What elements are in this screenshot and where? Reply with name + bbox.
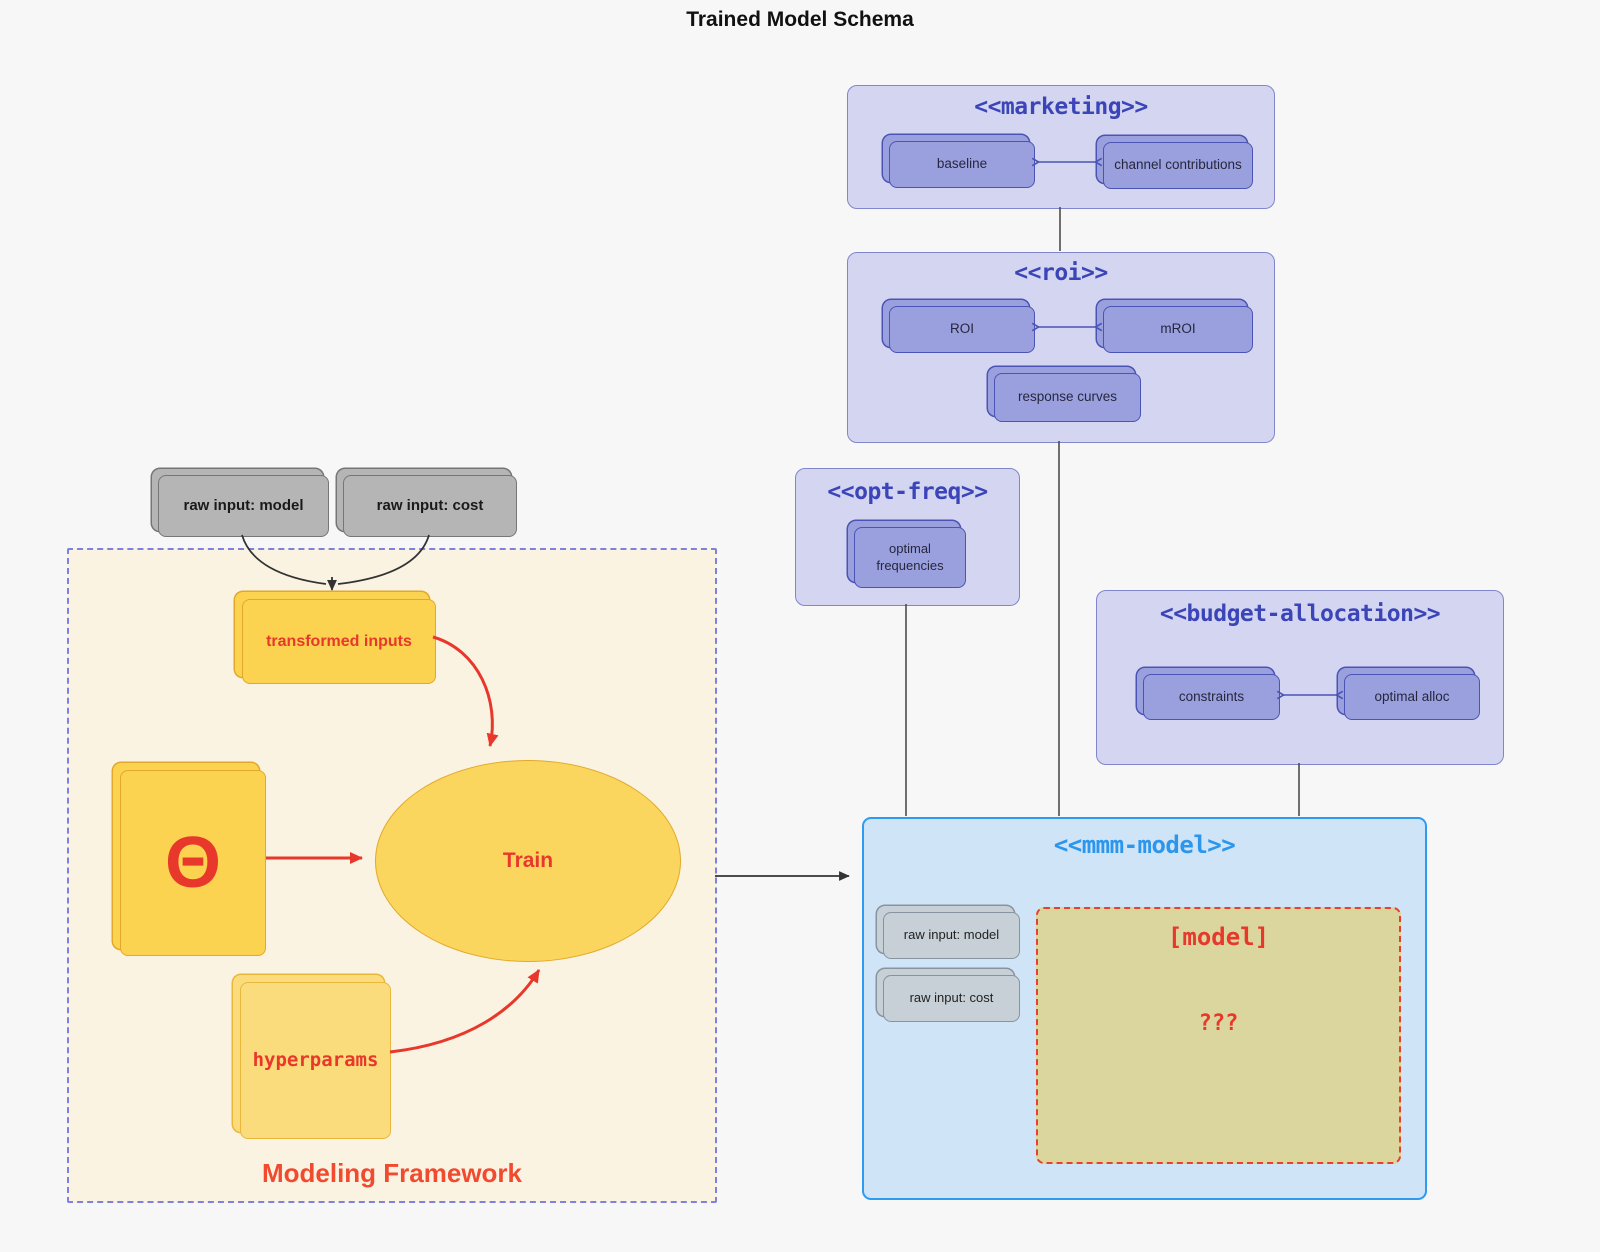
marketing-group: <<marketing>> baseline channel contribut…	[847, 85, 1275, 209]
budget-allocation-group: <<budget-allocation>> constraints optima…	[1096, 590, 1504, 765]
roi-group: <<roi>> ROI mROI response curves	[847, 252, 1275, 443]
node-channel-contributions: channel contributions	[1103, 142, 1253, 189]
node-raw-input-model-label: raw input: model	[183, 496, 304, 514]
node-optimal-frequencies-label: optimal frequencies	[876, 541, 944, 573]
theta-symbol: Θ	[164, 823, 221, 903]
model-placeholder-header: [model]	[1167, 923, 1270, 951]
node-raw-input-model: raw input: model	[158, 475, 329, 537]
modeling-framework-group: transformed inputs Θ Train hyperparams M…	[67, 548, 717, 1203]
node-constraints: constraints	[1143, 674, 1280, 720]
model-placeholder-box: [model] ???	[1036, 907, 1401, 1164]
node-optimal-alloc: optimal alloc	[1344, 674, 1480, 720]
roi-group-title: <<roi>>	[1014, 260, 1108, 286]
node-mmm-raw-input-cost: raw input: cost	[883, 975, 1020, 1022]
node-mroi: mROI	[1103, 306, 1253, 353]
mmm-model-group: <<mmm-model>> raw input: model raw input…	[862, 817, 1427, 1200]
node-response-curves-label: response curves	[1017, 389, 1118, 405]
node-train: Train	[375, 760, 681, 962]
node-roi-label: ROI	[949, 321, 974, 337]
node-constraints-label: constraints	[1178, 688, 1245, 704]
node-roi: ROI	[889, 306, 1035, 353]
node-channel-contributions-label: channel contributions	[1114, 157, 1242, 173]
node-train-label: Train	[502, 849, 554, 872]
mmm-model-group-title: <<mmm-model>>	[1053, 831, 1236, 859]
opt-freq-group-title: <<opt-freq>>	[827, 479, 988, 505]
node-response-curves: response curves	[994, 373, 1141, 422]
node-transformed-inputs-label: transformed inputs	[266, 632, 412, 650]
node-hyperparams: hyperparams	[240, 982, 391, 1139]
node-mmm-raw-input-cost-label: raw input: cost	[909, 990, 994, 1006]
node-hyperparams-label: hyperparams	[252, 1048, 379, 1071]
node-optimal-alloc-label: optimal alloc	[1374, 688, 1450, 704]
page-title: Trained Model Schema	[686, 8, 914, 31]
model-placeholder-body: ???	[1198, 1011, 1239, 1036]
node-baseline: baseline	[889, 141, 1035, 188]
opt-freq-group: <<opt-freq>> optimal frequencies	[795, 468, 1020, 606]
node-theta: Θ	[120, 770, 266, 956]
node-mmm-raw-input-model: raw input: model	[883, 912, 1020, 959]
node-optimal-frequencies: optimal frequencies	[854, 527, 966, 588]
modeling-framework-label: Modeling Framework	[261, 1158, 523, 1188]
node-raw-input-cost-label: raw input: cost	[376, 496, 484, 514]
budget-allocation-group-title: <<budget-allocation>>	[1159, 601, 1441, 627]
node-transformed-inputs: transformed inputs	[242, 599, 436, 684]
node-raw-input-cost: raw input: cost	[343, 475, 517, 537]
node-mroi-label: mROI	[1160, 321, 1196, 337]
node-mmm-raw-input-model-label: raw input: model	[903, 927, 1000, 943]
marketing-group-title: <<marketing>>	[974, 94, 1148, 120]
node-baseline-label: baseline	[936, 156, 988, 172]
